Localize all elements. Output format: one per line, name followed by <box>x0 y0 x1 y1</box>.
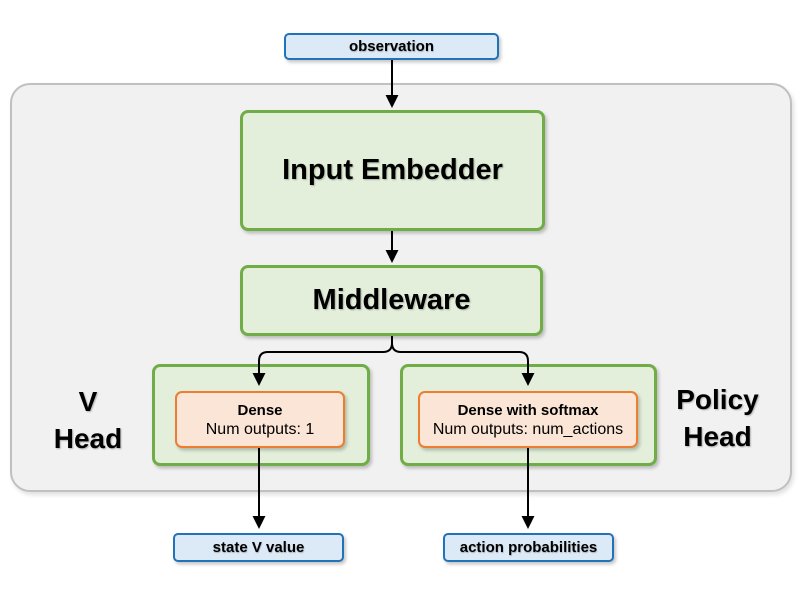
policy-head-label: Policy Head <box>655 381 780 455</box>
observation-node: observation <box>284 33 499 60</box>
middleware-label: Middleware <box>312 284 471 316</box>
v-head-dense-node: Dense Num outputs: 1 <box>175 391 345 448</box>
input-embedder-label: Input Embedder <box>282 154 503 186</box>
observation-label: observation <box>348 38 435 55</box>
v-head-label-line1: V <box>78 386 98 417</box>
policy-head-label-line2: Head <box>683 421 752 452</box>
state-v-value-node: state V value <box>173 533 344 562</box>
policy-head-dense-title: Dense with softmax <box>457 401 599 419</box>
v-head-label-line2: Head <box>53 423 123 454</box>
v-head-dense-subtitle: Num outputs: 1 <box>205 420 315 438</box>
state-v-value-label: state V value <box>212 539 305 556</box>
v-head-dense-title: Dense <box>237 401 283 419</box>
middleware-node: Middleware <box>240 265 543 336</box>
policy-head-dense-node: Dense with softmax Num outputs: num_acti… <box>418 391 638 448</box>
v-head-label: V Head <box>28 383 148 457</box>
action-probabilities-node: action probabilities <box>443 533 614 562</box>
policy-head-dense-subtitle: Num outputs: num_actions <box>432 420 624 438</box>
policy-head-label-line1: Policy <box>676 384 759 415</box>
input-embedder-node: Input Embedder <box>240 110 545 231</box>
action-probabilities-label: action probabilities <box>459 539 598 556</box>
